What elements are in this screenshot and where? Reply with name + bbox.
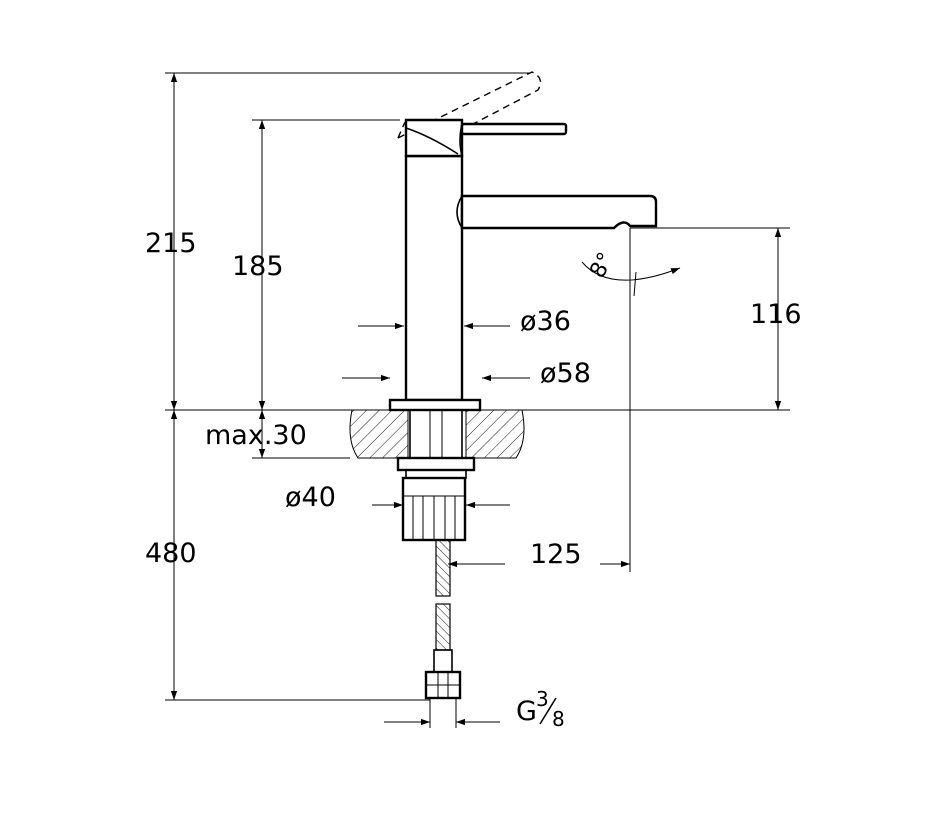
label-max-thickness: max.30 [205, 420, 307, 451]
label-hole-diameter: ø40 [285, 482, 336, 513]
dimension-labels: 215 185 116 ø36 ø58 max.30 ø40 125 480 8… [145, 228, 802, 731]
mounting-hardware [396, 409, 476, 542]
dimension-lines [170, 73, 782, 726]
label-body-height: 185 [232, 251, 284, 282]
base-plate [388, 398, 482, 412]
thread-numerator: 3 [536, 687, 549, 711]
label-base-diameter: ø58 [540, 358, 591, 389]
thread-prefix: G [516, 696, 537, 727]
label-total-height: 215 [145, 228, 197, 259]
label-spout-angle: 8° [585, 249, 619, 283]
spout [460, 194, 658, 230]
washer [396, 456, 476, 472]
thread-denominator: 8 [552, 707, 565, 731]
extension-lines [165, 72, 790, 728]
faucet-column [404, 154, 464, 402]
faucet-body [388, 118, 658, 412]
label-outlet-height: 116 [750, 299, 802, 330]
angle-arc [581, 261, 681, 281]
label-thread-size: G 3 8 [516, 687, 565, 731]
lever-raised-outline [397, 71, 542, 156]
label-body-diameter: ø36 [520, 306, 571, 337]
countertop-section [349, 409, 525, 459]
flexible-hose [424, 539, 462, 700]
label-hose-length: 480 [145, 538, 197, 569]
label-spout-reach: 125 [530, 539, 582, 570]
lever [460, 122, 568, 136]
